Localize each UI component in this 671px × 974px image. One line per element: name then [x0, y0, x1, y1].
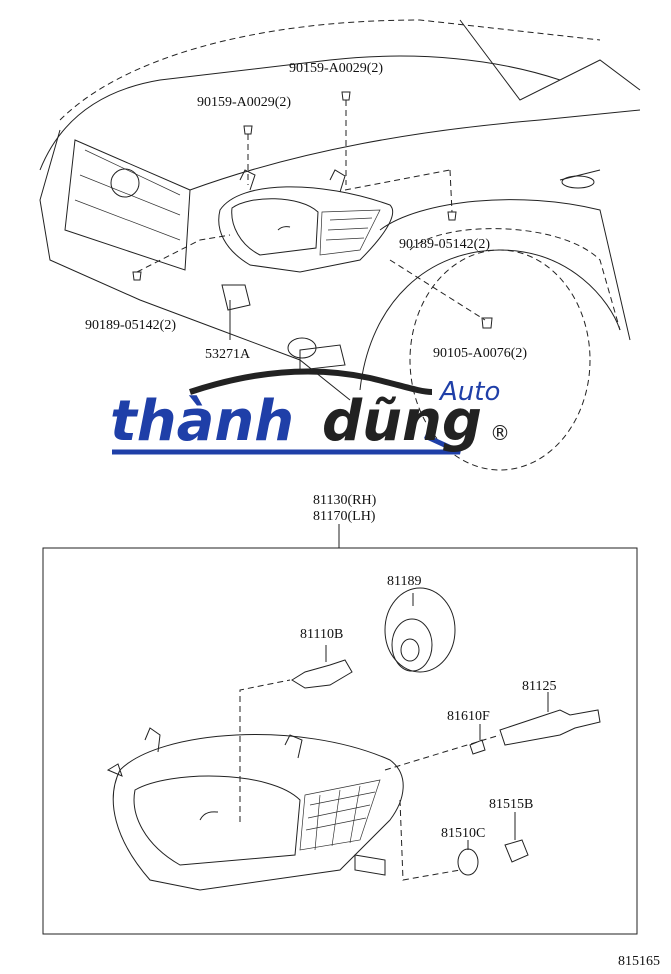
callout-81170-lh: 81170(LH) — [313, 509, 376, 524]
callout-90159-a0029-upper: 90159-A0029(2) — [289, 61, 383, 76]
logo-brand2: dũng — [322, 389, 482, 454]
exploded-view-frame — [42, 547, 638, 935]
bulb-81110b — [291, 645, 353, 689]
logo-suffix: Auto — [438, 377, 500, 407]
callout-81515b: 81515B — [489, 797, 533, 812]
bulb-81610f — [469, 724, 486, 755]
figure-number: 815165 — [618, 954, 660, 969]
callout-90159-a0029-lower: 90159-A0029(2) — [197, 95, 291, 110]
socket-81515b — [504, 812, 529, 863]
logo-brand: thành — [110, 389, 294, 454]
callout-81510c: 81510C — [441, 826, 485, 841]
callout-81125: 81125 — [522, 679, 556, 694]
vehicle-outline — [39, 19, 641, 471]
logo-registered: ® — [490, 421, 510, 445]
exploded-headlamp — [106, 679, 404, 891]
fasteners — [132, 91, 493, 340]
cover-81189 — [384, 587, 456, 673]
callout-90105-a0076: 90105-A0076(2) — [433, 346, 527, 361]
callout-53271a: 53271A — [205, 347, 251, 362]
thanhdung-auto-logo: thành dũng Auto ® — [110, 368, 510, 455]
callout-81189: 81189 — [387, 574, 421, 589]
callout-90189-05142-left: 90189-05142(2) — [85, 318, 176, 333]
socket-81125 — [384, 692, 601, 771]
callout-90189-05142-right: 90189-05142(2) — [399, 237, 490, 252]
headlamp-assembly-installed — [218, 169, 394, 311]
bulb-81510c — [399, 799, 479, 881]
callout-81130-rh: 81130(RH) — [313, 493, 377, 508]
callout-81610f: 81610F — [447, 709, 490, 724]
callout-81110b: 81110B — [300, 627, 343, 642]
